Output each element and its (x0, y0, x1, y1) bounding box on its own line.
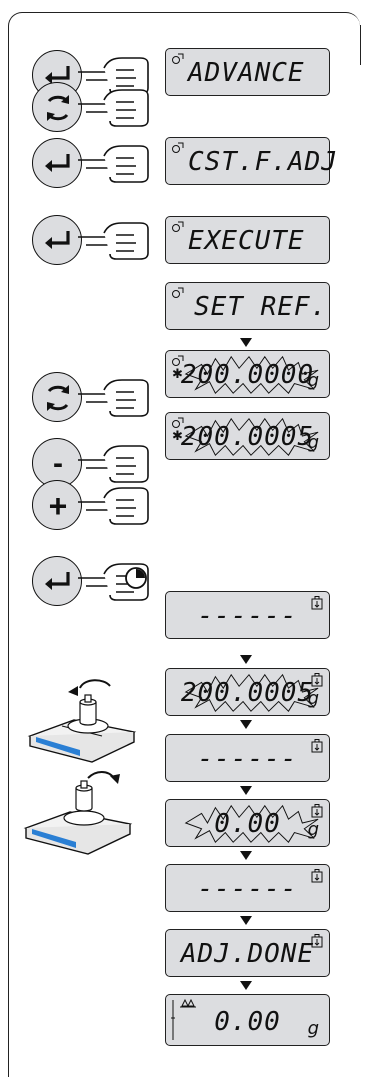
enter-key-icon (32, 215, 82, 265)
display-text: EXECUTE (188, 226, 305, 256)
display-cst-f-adj: CST.F.ADJ (165, 137, 338, 185)
step-enter-2 (32, 138, 152, 188)
display-dashes-2: ------ (165, 734, 330, 782)
display-final-zero: 0.00 g (165, 994, 330, 1046)
display-dashes-1: ------ (165, 591, 330, 639)
display-text: ------ (197, 744, 298, 774)
display-value: 200.0000 (180, 360, 315, 390)
flow-arrow (240, 720, 252, 729)
display-value: 0.00 (214, 809, 281, 839)
display-value-blinking: ✱ 200.0000 g (165, 350, 330, 398)
adjustment-symbol-icon (172, 287, 184, 298)
display-advance: ADVANCE (165, 48, 330, 96)
display-text: CST.F.ADJ (188, 147, 338, 177)
plus-key-label: + (49, 488, 68, 524)
adjustment-symbol-icon (172, 355, 184, 366)
pointing-hand-icon (78, 222, 149, 260)
step-enter-hold (32, 556, 152, 606)
star-icon: ✱ (172, 367, 183, 382)
display-adj-done: ADJ.DONE (165, 929, 330, 977)
flow-arrow (240, 786, 252, 795)
flow-arrow (240, 916, 252, 925)
balance-scale-icon (27, 679, 137, 763)
display-text: ------ (197, 601, 298, 631)
display-unit: g (307, 432, 319, 453)
step-toggle-1 (32, 82, 152, 132)
step-toggle-2 (32, 372, 152, 422)
display-set-ref: SET REF. (165, 282, 330, 330)
weight-icon (311, 934, 323, 948)
weight-icon (311, 673, 323, 687)
pointing-hand-icon (78, 379, 149, 417)
flow-arrow (240, 851, 252, 860)
pointing-hand-icon (78, 89, 149, 127)
plus-key-icon: + (32, 480, 82, 530)
display-execute: EXECUTE (165, 216, 330, 264)
display-value-adjusted: ✱ 200.0005 g (165, 412, 330, 460)
balance-scale-icon (23, 771, 133, 855)
pointing-hand-icon (78, 145, 149, 183)
adjustment-symbol-icon (172, 142, 184, 153)
step-minus: - (32, 438, 152, 488)
display-value-loading: 200.0005 g (165, 668, 330, 716)
display-text: SET REF. (194, 292, 328, 322)
display-value: 0.00 (214, 1007, 281, 1037)
display-value-zero: 0.00 g (165, 799, 330, 847)
adjustment-symbol-icon (172, 417, 184, 428)
step-enter-1 (32, 50, 152, 100)
display-text: ADJ.DONE (180, 939, 315, 969)
step-plus: + (32, 480, 152, 530)
flow-arrow (240, 655, 252, 664)
display-text: ------ (197, 874, 298, 904)
weight-icon (311, 739, 323, 753)
pointing-hand-icon (78, 57, 149, 95)
pointing-hand-icon (78, 487, 149, 525)
display-value: 200.0005 (180, 678, 315, 708)
diagram-frame (8, 12, 361, 1077)
flow-arrow (240, 981, 252, 990)
step-enter-3 (32, 215, 152, 265)
enter-key-icon (32, 556, 82, 606)
weight-icon (311, 596, 323, 610)
star-icon: ✱ (172, 429, 183, 444)
display-dashes-3: ------ (165, 864, 330, 912)
display-unit: g (307, 688, 319, 709)
weight-icon (311, 804, 323, 818)
toggle-key-icon (32, 82, 82, 132)
hold-timer-icon (125, 567, 147, 589)
display-unit: g (307, 1018, 319, 1039)
display-text: ADVANCE (188, 58, 305, 88)
toggle-key-icon (32, 372, 82, 422)
balance-symbol-icon (171, 998, 196, 1040)
adjustment-symbol-icon (172, 53, 184, 64)
weight-icon (311, 869, 323, 883)
minus-key-label: - (53, 447, 63, 480)
enter-key-icon (32, 138, 82, 188)
display-value: 200.0005 (180, 422, 315, 452)
pointing-hand-icon (78, 445, 149, 483)
display-unit: g (307, 370, 319, 391)
flow-arrow (240, 338, 252, 347)
display-unit: g (307, 819, 319, 840)
minus-key-icon: - (32, 438, 82, 488)
adjustment-symbol-icon (172, 221, 184, 232)
